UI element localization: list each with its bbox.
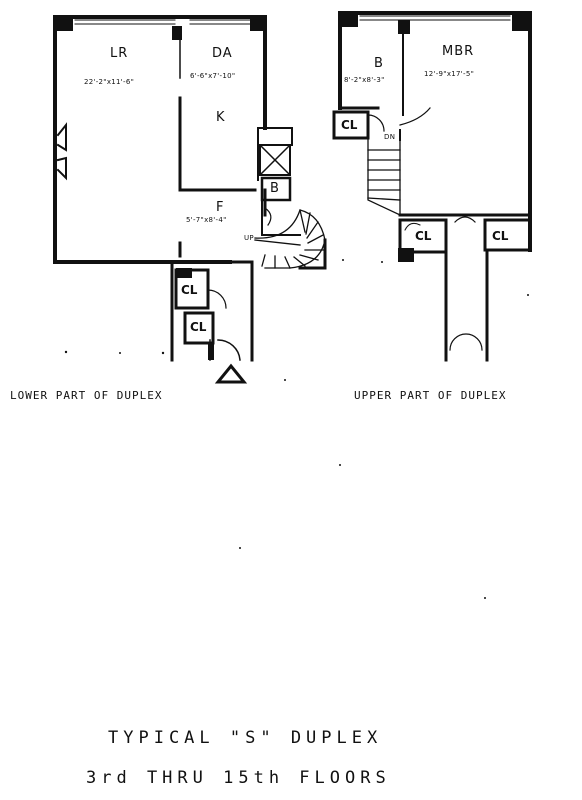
upper-b-dims: 8'-2"x8'-3" xyxy=(344,76,385,84)
lower-f-label: F xyxy=(216,200,225,215)
upper-stair xyxy=(367,139,401,217)
lower-closet-2-label: CL xyxy=(190,320,207,334)
lower-duct xyxy=(259,144,291,176)
lower-f-dims: 5'-7"x8'-4" xyxy=(186,216,227,224)
lower-west-wall xyxy=(53,15,232,264)
entry-arrow xyxy=(214,363,248,384)
upper-mullion xyxy=(398,20,410,34)
lower-door-swing xyxy=(207,289,227,309)
lower-bath-label: B xyxy=(270,181,280,196)
upper-caption: UPPER PART OF DUPLEX xyxy=(354,389,507,402)
lower-mullion xyxy=(172,26,182,40)
plan-subtitle: 3rd THRU 15th FLOORS xyxy=(86,768,391,788)
lower-k-label: K xyxy=(216,110,226,125)
lower-stair-tag: UP xyxy=(244,234,254,242)
kitchen-wall xyxy=(178,96,257,192)
scan-specks xyxy=(64,259,529,599)
foyer-wall xyxy=(261,199,301,236)
upper-closet-1 xyxy=(332,110,370,140)
upper-stair-tag: DN xyxy=(384,133,396,141)
upper-mbr-label: MBR xyxy=(442,44,475,59)
upper-window xyxy=(359,15,511,21)
upper-corridor-door xyxy=(449,333,483,351)
upper-corner-nw xyxy=(340,13,358,27)
lower-corner-ne xyxy=(250,17,265,31)
lower-corner-nw xyxy=(55,17,73,31)
upper-corner-ne xyxy=(512,13,530,31)
lower-da-dims: 6'-6"x7'-10" xyxy=(190,72,236,80)
upper-mbr-dims: 12'-9"x17'-5" xyxy=(424,70,475,78)
upper-closet-3-label: CL xyxy=(492,229,509,243)
lower-closet-2 xyxy=(183,311,215,345)
lower-west-window xyxy=(56,122,67,181)
upper-closet-1-label: CL xyxy=(341,118,358,132)
lower-closet-1-label: CL xyxy=(181,283,198,297)
lower-window xyxy=(74,19,251,25)
upper-closet-3 xyxy=(483,218,532,252)
upper-b-label: B xyxy=(374,56,384,71)
plan-title: TYPICAL "S" DUPLEX xyxy=(108,728,383,748)
lower-caption: LOWER PART OF DUPLEX xyxy=(10,389,163,402)
lower-spiral-stair xyxy=(254,209,326,269)
upper-closet-2-label: CL xyxy=(415,229,432,243)
lower-bath xyxy=(260,176,292,202)
lower-da-label: DA xyxy=(212,46,233,61)
lower-lr-label: LR xyxy=(110,46,129,61)
lower-lr-dims: 22'-2"x11'-6" xyxy=(84,78,135,86)
